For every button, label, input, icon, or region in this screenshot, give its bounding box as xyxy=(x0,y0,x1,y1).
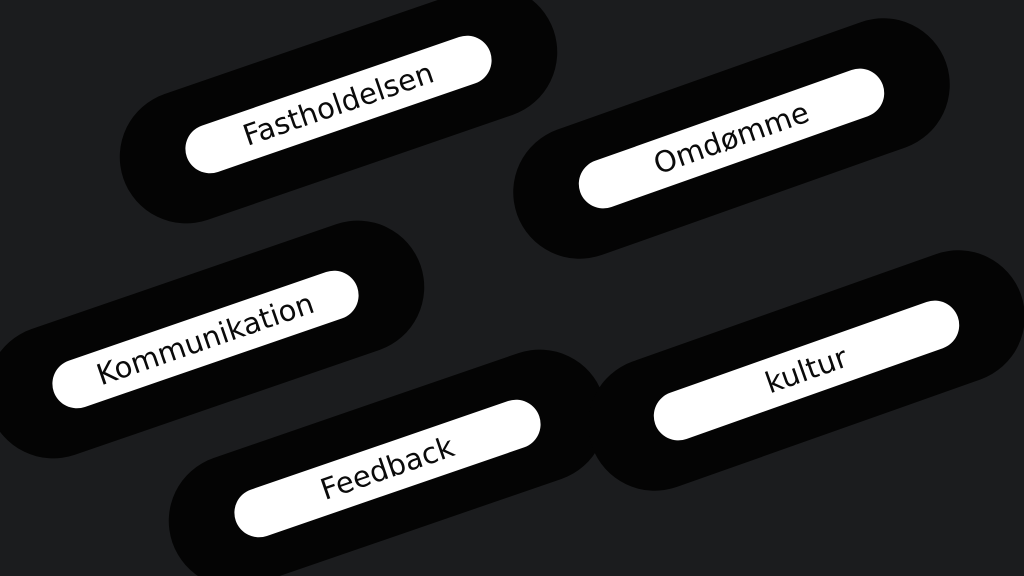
pill-kultur[interactable]: kultur xyxy=(569,231,1024,510)
pill-fastholdelsen-label: Fastholdelsen xyxy=(238,55,439,153)
pill-kultur-inner: kultur xyxy=(647,293,966,448)
pill-omdomme-label: Omdømme xyxy=(649,94,814,182)
pill-omdomme[interactable]: Omdømme xyxy=(494,0,969,278)
pill-feedback-inner: Feedback xyxy=(227,393,548,544)
pill-kommunikation-label: Kommunikation xyxy=(92,285,319,393)
pill-kommunikation-inner: Kommunikation xyxy=(45,264,366,415)
pill-fastholdelsen-inner: Fastholdelsen xyxy=(178,29,499,180)
pill-omdomme-inner: Omdømme xyxy=(572,61,891,216)
pill-fastholdelsen[interactable]: Fastholdelsen xyxy=(101,0,576,242)
pill-feedback-label: Feedback xyxy=(316,429,459,507)
pill-kultur-label: kultur xyxy=(760,339,852,401)
